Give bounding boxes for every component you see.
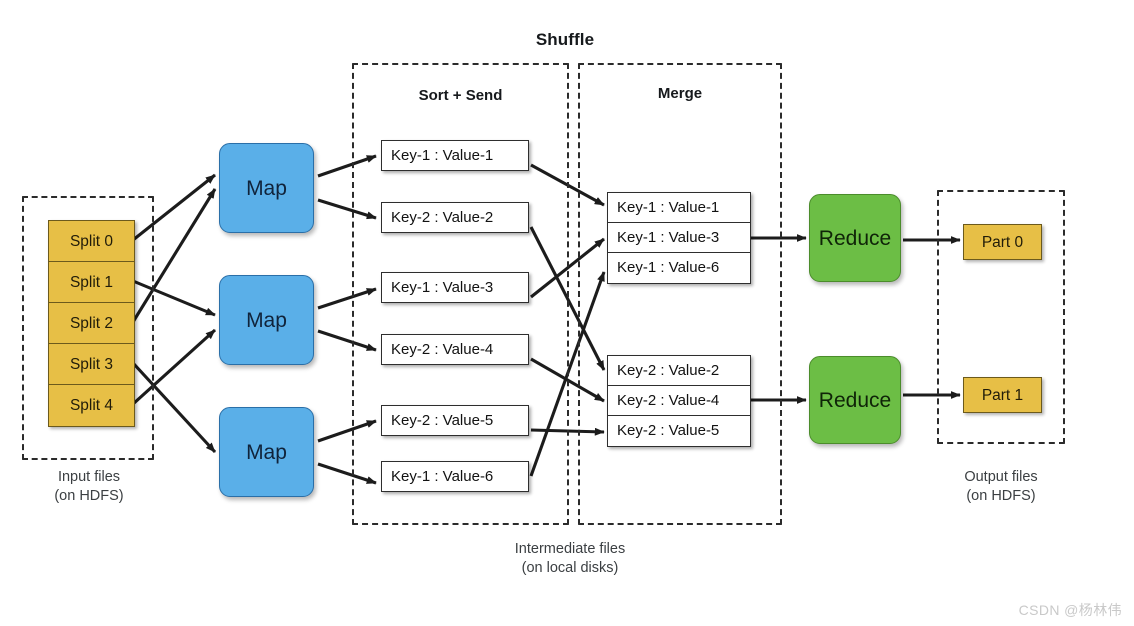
intermediate-record-0[interactable]: Key-1 : Value-1 (381, 140, 529, 171)
reduce-task-1[interactable]: Reduce (809, 194, 901, 282)
split-item-4[interactable]: Split 4 (49, 385, 134, 426)
split-item-3[interactable]: Split 3 (49, 344, 134, 385)
output-files-caption: Output files (on HDFS) (964, 469, 1038, 505)
sort-send-container: Sort + Send (352, 63, 569, 525)
merged-row-key1-1[interactable]: Key-1 : Value-3 (608, 223, 750, 253)
merged-row-key2-2[interactable]: Key-2 : Value-5 (608, 416, 750, 446)
intermediate-record-3[interactable]: Key-2 : Value-4 (381, 334, 529, 365)
map-task-1[interactable]: Map (219, 143, 314, 233)
input-files-container (22, 196, 154, 460)
map-task-3[interactable]: Map (219, 407, 314, 497)
intermediate-record-4[interactable]: Key-2 : Value-5 (381, 405, 529, 436)
merged-row-key2-0[interactable]: Key-2 : Value-2 (608, 356, 750, 386)
split-item-1[interactable]: Split 1 (49, 262, 134, 303)
merged-row-key2-1[interactable]: Key-2 : Value-4 (608, 386, 750, 416)
map-task-2[interactable]: Map (219, 275, 314, 365)
output-files-container (937, 190, 1065, 444)
merged-group-key2: Key-2 : Value-2 Key-2 : Value-4 Key-2 : … (607, 355, 751, 447)
intermediate-files-caption: Intermediate files (on local disks) (514, 541, 626, 577)
input-files-caption: Input files (on HDFS) (54, 469, 124, 505)
merged-group-key1: Key-1 : Value-1 Key-1 : Value-3 Key-1 : … (607, 192, 751, 284)
csdn-watermark: CSDN @杨林伟 (1018, 602, 1122, 618)
sort-send-title: Sort + Send (418, 87, 503, 104)
merged-row-key1-0[interactable]: Key-1 : Value-1 (608, 193, 750, 223)
reduce-task-2[interactable]: Reduce (809, 356, 901, 444)
shuffle-title: Shuffle (535, 30, 595, 49)
split-item-2[interactable]: Split 2 (49, 303, 134, 344)
split-item-0[interactable]: Split 0 (49, 221, 134, 262)
merge-container: Merge (578, 63, 782, 525)
output-part-1[interactable]: Part 1 (963, 377, 1042, 413)
merged-row-key1-2[interactable]: Key-1 : Value-6 (608, 253, 750, 283)
input-splits-stack: Split 0 Split 1 Split 2 Split 3 Split 4 (48, 220, 135, 427)
intermediate-record-2[interactable]: Key-1 : Value-3 (381, 272, 529, 303)
output-part-0[interactable]: Part 0 (963, 224, 1042, 260)
intermediate-record-5[interactable]: Key-1 : Value-6 (381, 461, 529, 492)
intermediate-record-1[interactable]: Key-2 : Value-2 (381, 202, 529, 233)
merge-title: Merge (657, 85, 703, 102)
